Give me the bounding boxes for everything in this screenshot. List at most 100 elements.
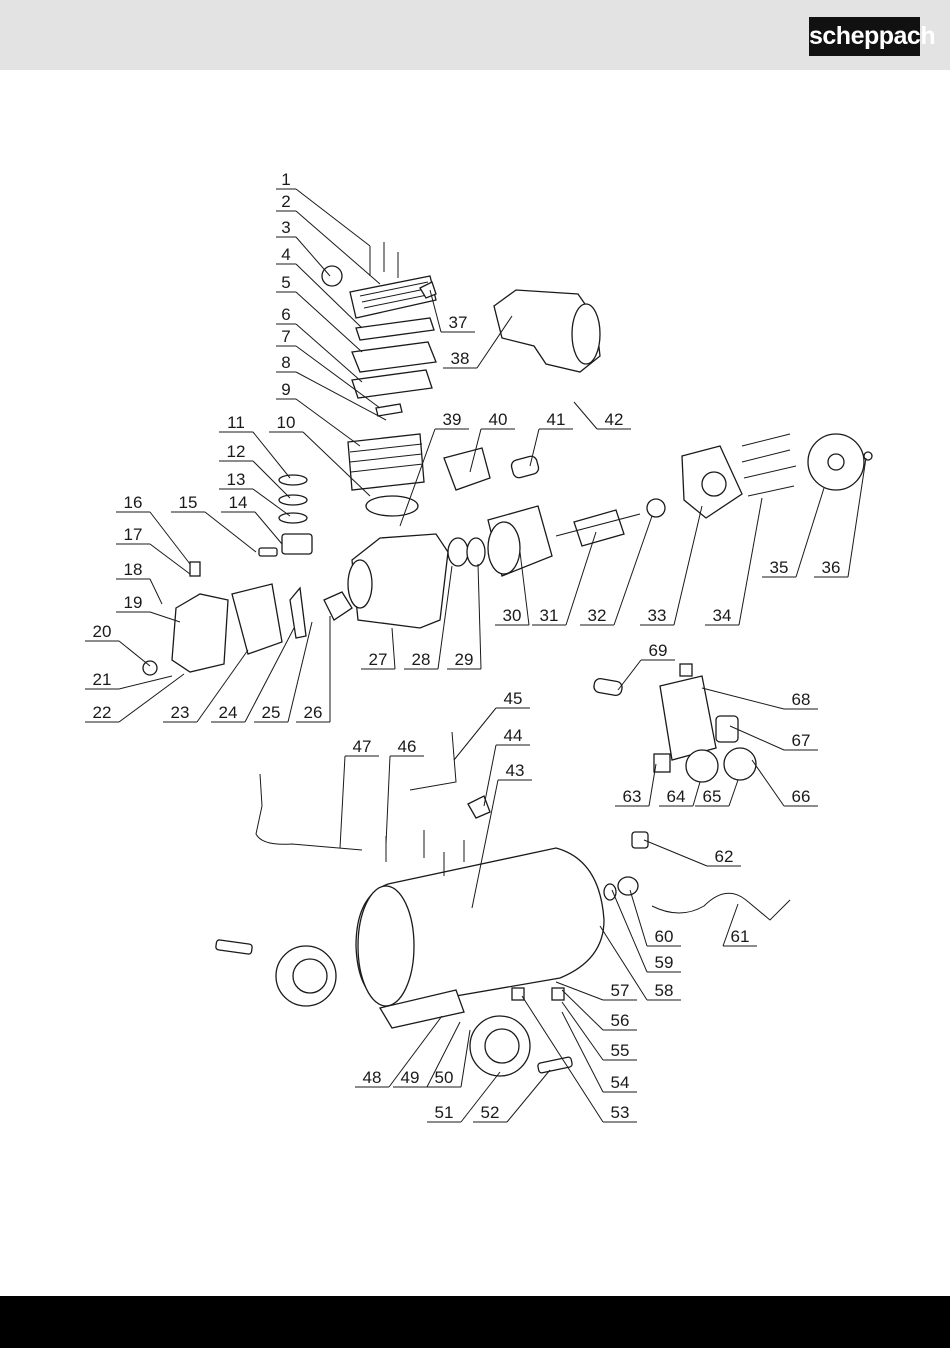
- part-number-label: 23: [171, 703, 190, 722]
- part-number-label: 11: [227, 413, 245, 432]
- callout-leader: [296, 399, 360, 446]
- part-number-label: 62: [715, 847, 734, 866]
- part-number-label: 30: [503, 606, 522, 625]
- part-number-label: 18: [124, 560, 143, 579]
- part-number-label: 67: [792, 731, 811, 750]
- callout-leader: [674, 506, 702, 625]
- valve-plate-5: [352, 342, 436, 372]
- part-number-label: 45: [504, 689, 523, 708]
- callout-leader: [150, 544, 190, 574]
- callout-leader: [702, 688, 784, 709]
- callout-leader: [574, 402, 597, 429]
- shroud-end: [572, 304, 600, 364]
- handle-fill: [528, 696, 580, 852]
- pipe-47: [256, 774, 362, 850]
- callout-leader: [340, 756, 345, 848]
- part-number-label: 59: [655, 953, 674, 972]
- ring-12: [279, 495, 307, 505]
- gasket-6: [352, 370, 432, 398]
- part-number-label: 36: [822, 558, 841, 577]
- part-number-label: 47: [353, 737, 372, 756]
- axle-bolt: [215, 940, 252, 955]
- part-number-label: 39: [443, 410, 462, 429]
- plug-20: [143, 661, 157, 675]
- part-number-label: 20: [93, 622, 112, 641]
- part-number-label: 50: [435, 1068, 454, 1087]
- part-number-label: 57: [611, 981, 630, 1000]
- callout-leader: [729, 780, 738, 806]
- gauge-65: [724, 748, 756, 780]
- callout-leader: [752, 760, 784, 806]
- long-bolt: [748, 486, 794, 496]
- part-number-label: 49: [401, 1068, 420, 1087]
- part-number-label: 40: [489, 410, 508, 429]
- part-41: [510, 455, 540, 479]
- part-number-label: 64: [667, 787, 686, 806]
- callout-leader: [150, 512, 190, 564]
- callout-leader: [739, 498, 762, 625]
- crank-26: [324, 592, 352, 620]
- part-number-label: 15: [179, 493, 198, 512]
- callout-leader: [644, 840, 707, 866]
- part-number-label: 60: [655, 927, 674, 946]
- part-62: [632, 832, 648, 848]
- part-number-label: 28: [412, 650, 431, 669]
- gasket-4: [356, 318, 434, 340]
- drain-53: [512, 988, 524, 1000]
- part-number-label: 58: [655, 981, 674, 1000]
- part-number-label: 65: [703, 787, 722, 806]
- part-number-label: 43: [506, 761, 525, 780]
- part-number-label: 55: [611, 1041, 630, 1060]
- part-number-label: 9: [281, 380, 290, 399]
- seal-28: [448, 538, 468, 566]
- part-number-label: 6: [281, 305, 290, 324]
- part-number-label: 12: [227, 442, 246, 461]
- endshield-hub: [702, 472, 726, 496]
- part-number-label: 26: [304, 703, 323, 722]
- part-number-label: 25: [262, 703, 281, 722]
- callout-leader: [296, 189, 370, 246]
- part-number-label: 19: [124, 593, 143, 612]
- part-number-label: 16: [124, 493, 143, 512]
- part-number-label: 54: [611, 1073, 630, 1092]
- reed-7: [376, 404, 402, 416]
- part-number-label: 3: [281, 218, 290, 237]
- part-60: [618, 877, 638, 895]
- callout-leader: [477, 316, 512, 368]
- part-number-label: 53: [611, 1103, 630, 1122]
- callout-leader: [386, 756, 390, 844]
- ring-59: [604, 884, 616, 900]
- stator-face: [488, 522, 520, 574]
- long-bolt: [742, 434, 790, 446]
- callout-leader: [255, 512, 282, 544]
- cylinder-head: [350, 276, 436, 318]
- part-number-label: 35: [770, 558, 789, 577]
- callout-leader: [693, 782, 700, 806]
- part-number-label: 38: [451, 349, 470, 368]
- callout-leader: [461, 1030, 470, 1087]
- part-number-label: 1: [281, 170, 290, 189]
- part-3-cap: [322, 266, 342, 286]
- part-number-label: 13: [227, 470, 246, 489]
- part-16: [190, 562, 200, 576]
- callout-leader: [205, 512, 256, 552]
- bearing-29: [467, 538, 485, 566]
- ring-11: [279, 475, 307, 485]
- switch-knob: [680, 664, 692, 676]
- piston-14: [282, 534, 312, 554]
- callout-leader: [612, 890, 647, 972]
- part-number-label: 27: [369, 650, 388, 669]
- part-number-label: 41: [547, 410, 566, 429]
- callout-leader: [522, 996, 603, 1122]
- crankcase-opening: [348, 560, 372, 608]
- part-number-label: 34: [713, 606, 732, 625]
- part-number-label: 7: [281, 327, 290, 346]
- part-number-label: 42: [605, 410, 624, 429]
- wheel-52-hub: [485, 1029, 519, 1063]
- gauge-64: [686, 750, 718, 782]
- callout-leader: [507, 1070, 550, 1122]
- part-number-label: 8: [281, 353, 290, 372]
- part-number-label: 5: [281, 273, 290, 292]
- part-number-label: 2: [281, 192, 290, 211]
